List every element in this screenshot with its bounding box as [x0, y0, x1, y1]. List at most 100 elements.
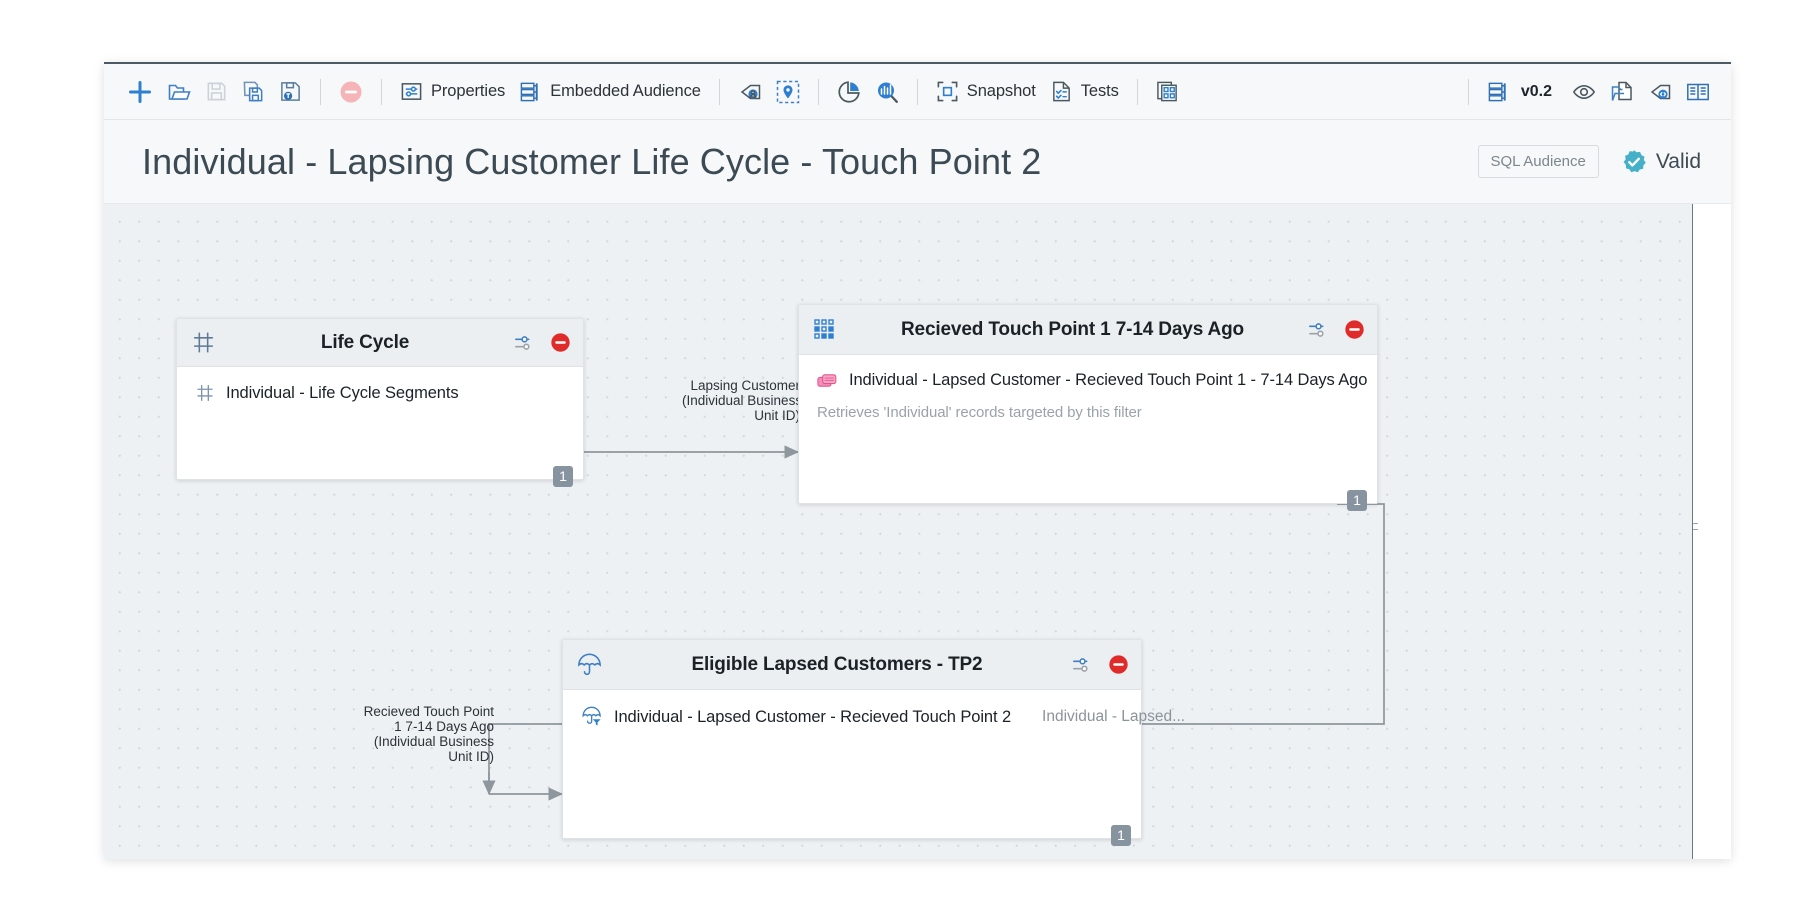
grid-copy-icon	[1156, 80, 1179, 103]
remove-circle-icon[interactable]	[550, 332, 571, 353]
node-header-actions	[1308, 319, 1365, 341]
node-body: Individual - Lapsed Customer - Recieved …	[563, 690, 1185, 855]
toolbar-divider	[916, 78, 918, 105]
tag-code-button[interactable]	[1641, 72, 1679, 112]
node-header-actions	[514, 332, 571, 354]
node-header[interactable]: Recieved Touch Point 1 7-14 Days Ago	[799, 305, 1377, 355]
umbrella-filter-icon	[581, 706, 603, 728]
pin-location-icon	[776, 80, 800, 104]
save-button[interactable]	[198, 72, 235, 112]
main-toolbar: Properties Embedded Audience	[104, 64, 1731, 120]
status-badge: Valid	[1621, 149, 1701, 175]
node-title: Life Cycle	[320, 331, 410, 353]
tag-code-icon	[1648, 80, 1672, 104]
save-as-button[interactable]	[235, 72, 272, 112]
stacked-cards-icon	[817, 372, 838, 389]
pie-chart-button[interactable]	[830, 72, 868, 112]
page-title: Individual - Lapsing Customer Life Cycle…	[142, 140, 1042, 182]
snapshot-label: Snapshot	[966, 82, 1036, 100]
preview-button[interactable]	[1565, 72, 1603, 112]
node-title: Eligible Lapsed Customers - TP2	[691, 653, 983, 675]
dot-matrix-icon	[813, 318, 837, 342]
node-subtitle: Retrieves 'Individual' records targeted …	[817, 404, 1142, 421]
pie-chart-icon	[837, 80, 861, 104]
layers-icon	[519, 80, 542, 103]
sliders-settings-icon[interactable]	[1308, 319, 1330, 341]
save-template-icon	[279, 80, 302, 103]
node-field-extra: Individual - Lapsed...	[1042, 708, 1186, 725]
toolbar-divider	[1467, 78, 1469, 105]
node-count-badge: 1	[1111, 825, 1131, 846]
remove-circle-icon[interactable]	[1344, 319, 1365, 340]
tests-icon	[1050, 80, 1073, 103]
node-field-label: Individual - Lapsed Customer - Recieved …	[849, 371, 1368, 389]
version-label: v0.2	[1520, 82, 1552, 100]
tag-user-button[interactable]	[731, 72, 769, 112]
copy-document-icon	[1610, 80, 1634, 104]
node-title: Recieved Touch Point 1 7-14 Days Ago	[900, 318, 1245, 340]
node-eligible-lapsed-customers-tp2[interactable]: Eligible Lapsed Customers - TP2	[562, 639, 1185, 846]
delete-button[interactable]	[332, 72, 370, 112]
snapshot-icon	[936, 80, 959, 103]
documentation-button[interactable]	[1679, 72, 1717, 112]
toolbar-divider	[817, 78, 819, 105]
node-header[interactable]: Eligible Lapsed Customers - TP2	[563, 640, 1141, 690]
open-book-icon	[1686, 80, 1710, 104]
valid-check-icon	[1621, 149, 1647, 175]
node-body: Individual - Lapsed Customer - Recieved …	[799, 355, 1377, 520]
embedded-audience-label: Embedded Audience	[550, 82, 701, 100]
open-button[interactable]	[160, 72, 198, 112]
node-field-label: Individual - Life Cycle Segments	[226, 383, 459, 402]
properties-label: Properties	[431, 82, 506, 100]
tests-button[interactable]: Tests	[1043, 72, 1126, 112]
remove-circle-icon[interactable]	[1108, 654, 1129, 675]
save-icon	[205, 80, 228, 103]
embedded-audience-button[interactable]: Embedded Audience	[512, 72, 708, 112]
umbrella-icon	[577, 652, 602, 677]
workflow-canvas[interactable]: Lapsing Customer (Individual Business Un…	[104, 204, 1731, 859]
save-as-icon	[242, 80, 265, 103]
node-field-row[interactable]: Individual - Lapsed Customer - Recieved …	[817, 371, 1367, 390]
version-button[interactable]: v0.2	[1480, 72, 1565, 112]
open-folder-icon	[167, 80, 191, 104]
node-life-cycle[interactable]: Life Cycle	[176, 318, 584, 487]
sliders-settings-icon[interactable]	[514, 332, 536, 354]
add-button[interactable]	[120, 72, 160, 112]
canvas-right-panel-edge	[1692, 204, 1731, 859]
eye-icon	[1572, 80, 1596, 104]
node-field-row[interactable]: Individual - Lapsed Customer - Recieved …	[581, 706, 1185, 728]
remove-circle-icon	[339, 80, 363, 104]
layers-icon	[1487, 80, 1510, 103]
panel-resize-handle[interactable]	[1693, 518, 1698, 546]
snapshot-button[interactable]: Snapshot	[929, 72, 1043, 112]
tag-user-icon	[738, 80, 762, 104]
analyze-button[interactable]	[868, 72, 906, 112]
page-header-actions: SQL Audience Valid	[1477, 145, 1701, 178]
toolbar-divider	[381, 78, 382, 105]
tests-label: Tests	[1080, 82, 1119, 100]
sliders-settings-icon[interactable]	[1072, 654, 1094, 676]
node-field-row[interactable]: Individual - Life Cycle Segments	[195, 383, 569, 403]
edge-label-lapsing-customer: Lapsing Customer (Individual Business Un…	[682, 378, 803, 423]
toolbar-divider	[718, 78, 720, 105]
page-header: Individual - Lapsing Customer Life Cycle…	[104, 120, 1731, 204]
toolbar-file-group	[120, 72, 309, 112]
properties-button[interactable]: Properties	[393, 72, 512, 112]
application-window: Properties Embedded Audience	[104, 62, 1731, 859]
toolbar-divider	[320, 78, 321, 105]
pin-location-button[interactable]	[769, 72, 807, 112]
node-header-actions	[1072, 654, 1129, 676]
grid-copy-button[interactable]	[1149, 72, 1186, 112]
properties-icon	[400, 80, 423, 103]
node-header[interactable]: Life Cycle	[177, 319, 583, 367]
node-count-badge: 1	[553, 466, 573, 487]
toolbar-divider	[1136, 78, 1138, 105]
copy-document-button[interactable]	[1603, 72, 1641, 112]
save-template-button[interactable]	[272, 72, 309, 112]
sql-audience-button[interactable]: SQL Audience	[1477, 145, 1599, 178]
node-recieved-touch-point-1[interactable]: Recieved Touch Point 1 7-14 Days Ago	[798, 304, 1378, 511]
edge-label-recieved-touch-point-1: Recieved Touch Point 1 7-14 Days Ago (In…	[363, 704, 494, 764]
valid-label: Valid	[1655, 149, 1701, 173]
node-count-badge: 1	[1347, 490, 1367, 511]
analyze-magnifier-icon	[875, 80, 899, 104]
